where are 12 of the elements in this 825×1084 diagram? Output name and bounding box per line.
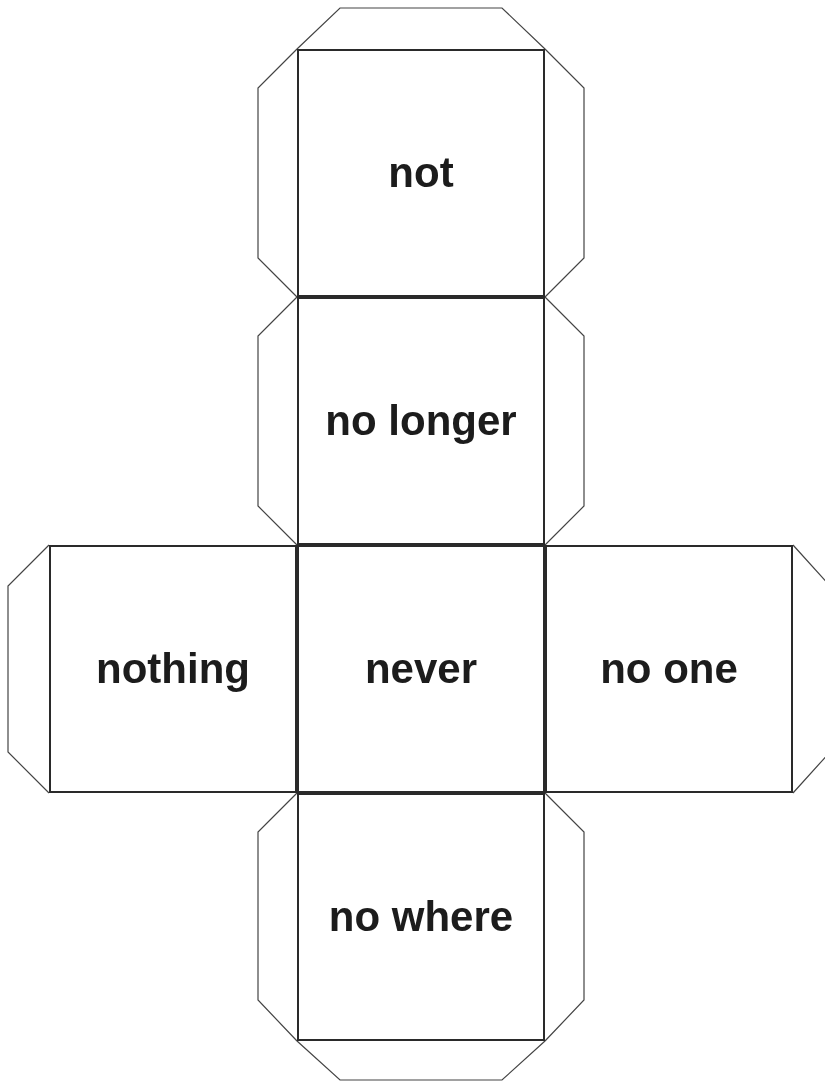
face-word: not bbox=[388, 147, 454, 198]
cube-face bbox=[297, 545, 545, 793]
cube-face bbox=[297, 793, 545, 1041]
face-word: nothing bbox=[96, 643, 250, 694]
cube-face bbox=[297, 297, 545, 545]
face-word: no one bbox=[600, 643, 738, 694]
cube-face bbox=[49, 545, 297, 793]
face-word: no where bbox=[328, 891, 514, 942]
cube-face bbox=[545, 545, 793, 793]
cube-face bbox=[297, 49, 545, 297]
face-word: never bbox=[364, 643, 478, 694]
face-word: no longer bbox=[325, 395, 517, 446]
